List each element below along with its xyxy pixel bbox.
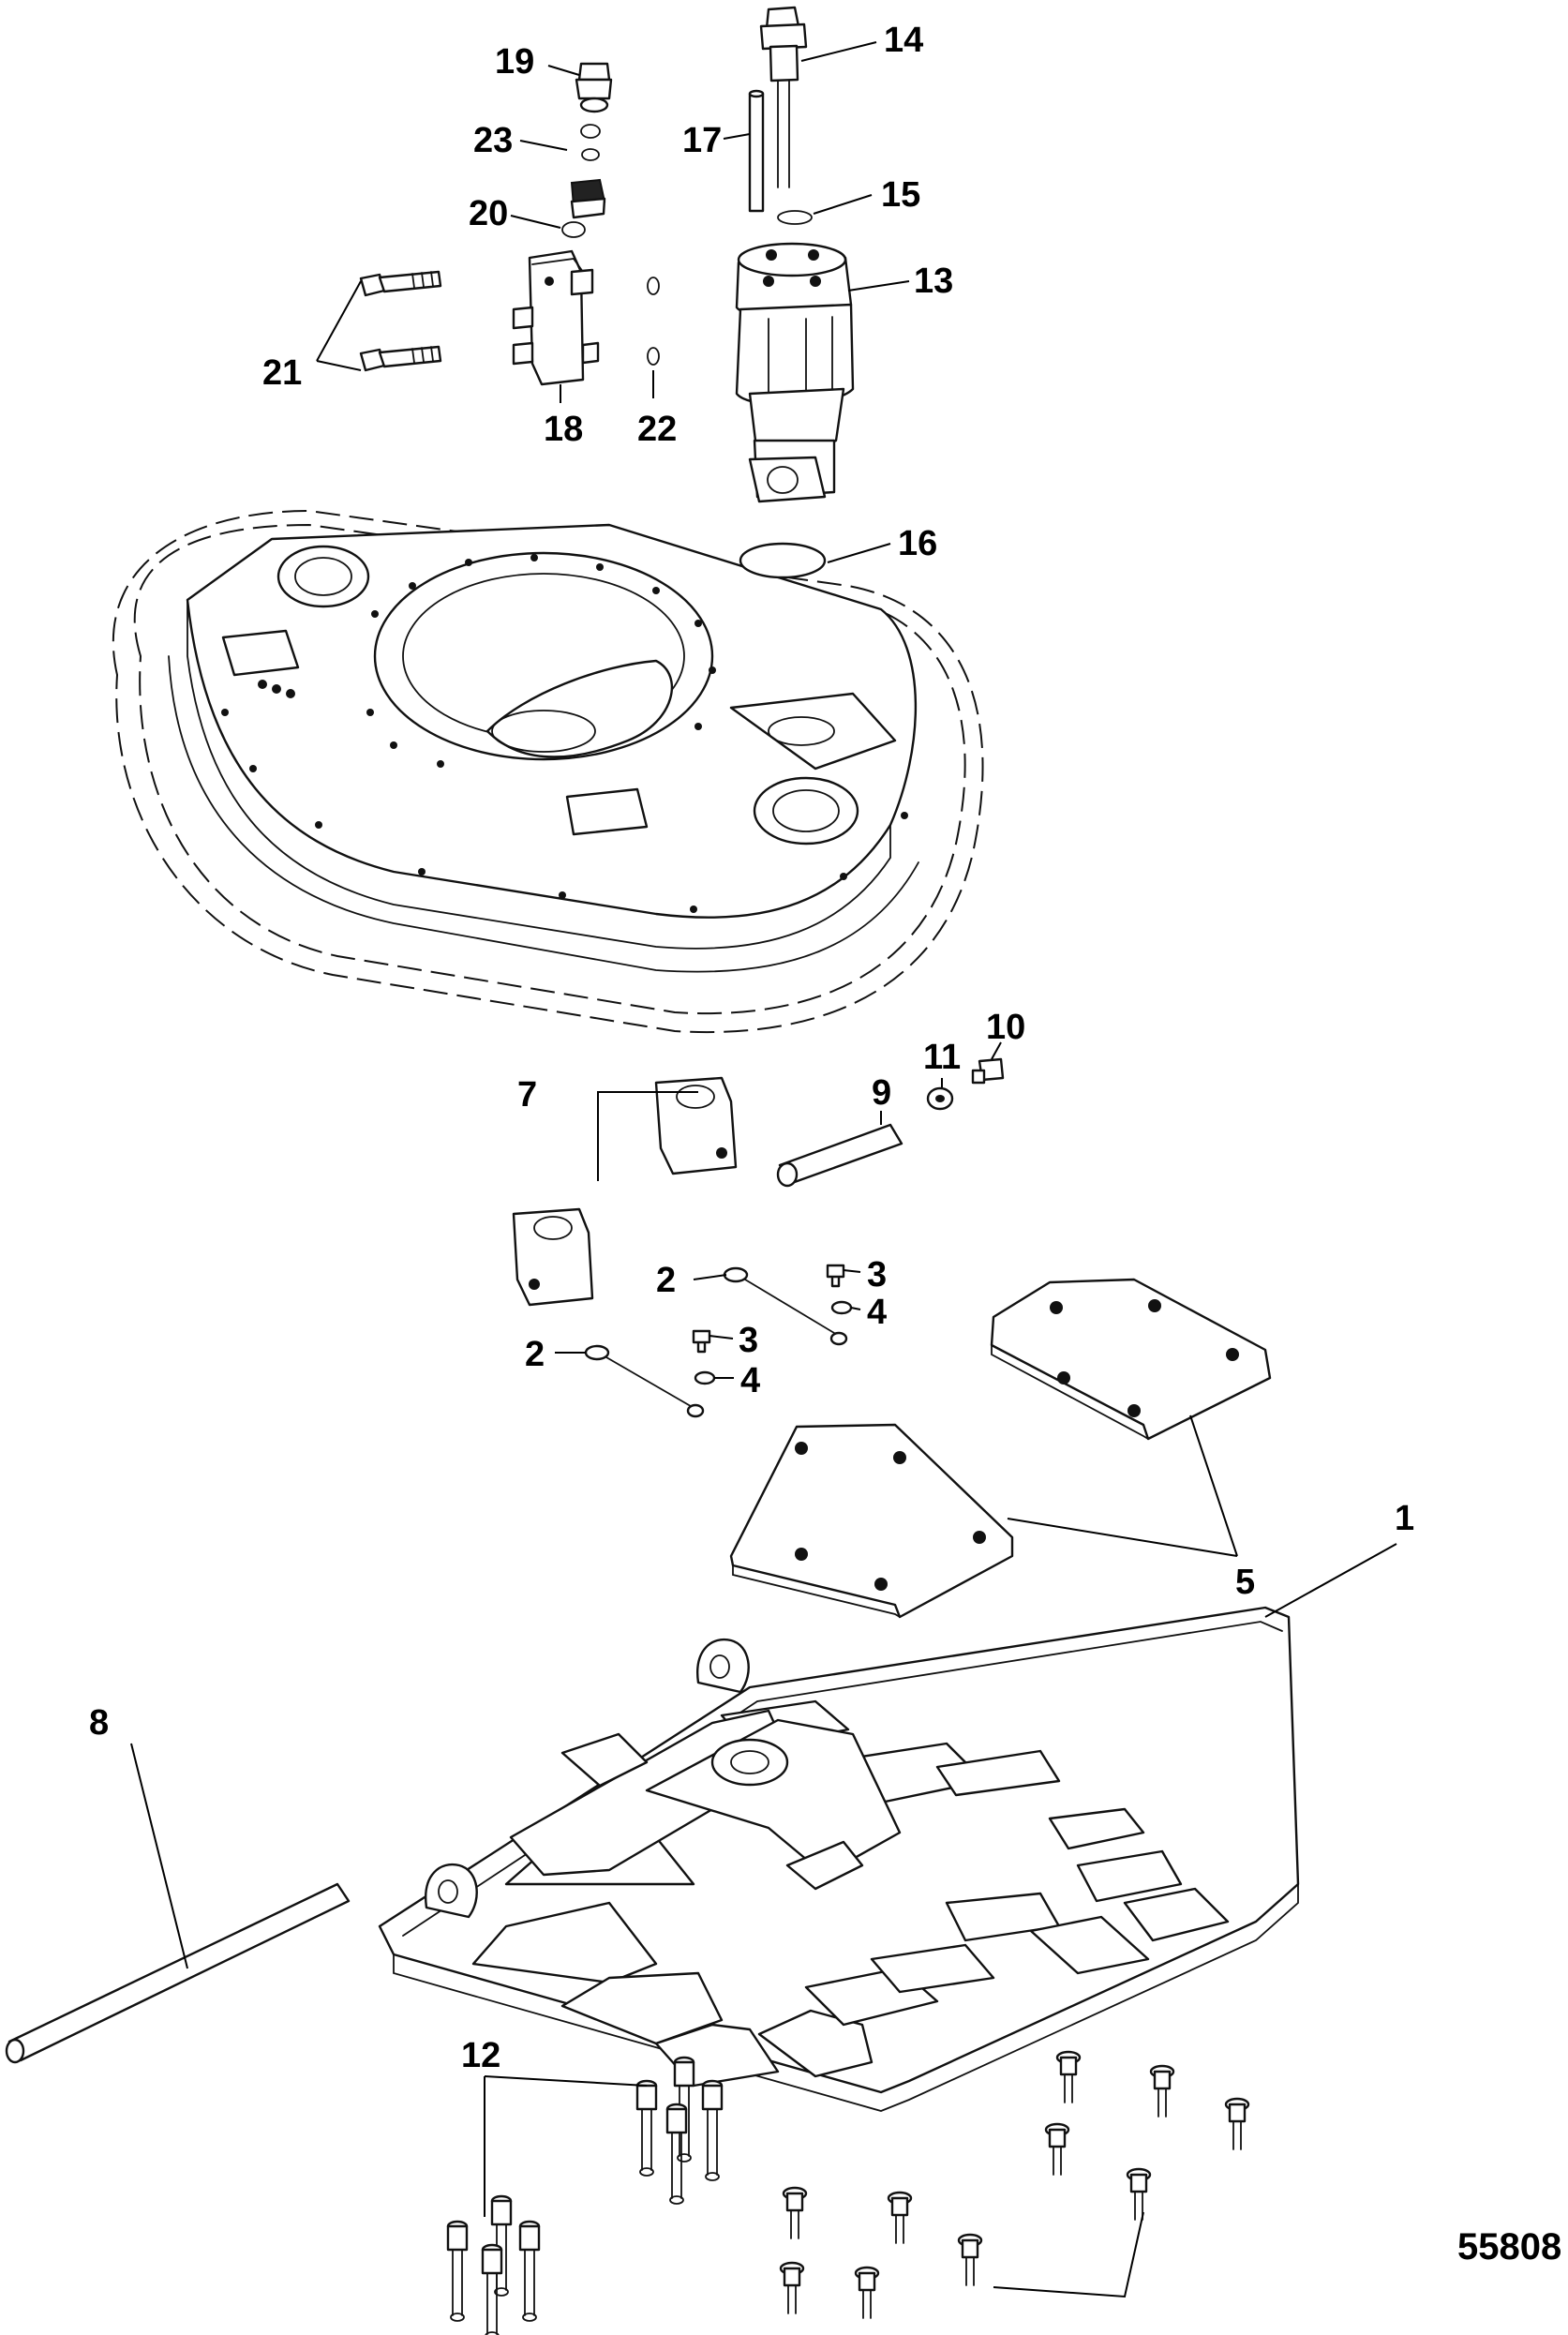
callout-11: 11 <box>923 1038 961 1077</box>
callout-4b: 4 <box>740 1361 760 1400</box>
seal-16 <box>739 542 827 579</box>
washer-11 <box>926 1086 954 1111</box>
flange-bolts <box>779 2050 1250 2319</box>
figure-number: 55808 <box>1457 2226 1561 2268</box>
callout-18: 18 <box>544 410 583 449</box>
actuator-13 <box>735 242 855 503</box>
housing-plate <box>112 509 984 1033</box>
pin-9 <box>776 1123 903 1188</box>
sensor-14 <box>759 6 808 188</box>
bolts-12 <box>446 2056 724 2335</box>
callout-7: 7 <box>517 1075 537 1115</box>
callout-13: 13 <box>914 262 953 301</box>
callout-10: 10 <box>986 1008 1025 1047</box>
callout-23: 23 <box>473 121 513 160</box>
fitting-20 <box>561 178 606 238</box>
callout-3a: 3 <box>867 1255 887 1295</box>
ground-straps-2 <box>584 1266 848 1418</box>
callout-16: 16 <box>898 524 937 563</box>
callout-5: 5 <box>1235 1563 1255 1602</box>
callout-9: 9 <box>872 1073 891 1113</box>
leader-lines <box>130 41 1397 2298</box>
callout-22: 22 <box>637 410 677 449</box>
callout-15: 15 <box>881 175 920 215</box>
valve-block-18 <box>512 249 600 386</box>
o-ring-23 <box>580 124 601 161</box>
callout-1: 1 <box>1395 1499 1414 1538</box>
rod-17 <box>748 89 765 213</box>
callout-21: 21 <box>262 353 302 393</box>
callout-labels: 19 23 20 18 22 21 14 17 15 13 16 1 7 9 1… <box>89 21 1561 2268</box>
screws-3 <box>692 1264 845 1354</box>
callout-20: 20 <box>469 194 508 233</box>
bolt-10 <box>971 1057 1005 1085</box>
plates-5 <box>729 1278 1272 1619</box>
blocks-7 <box>512 1076 738 1307</box>
shaft-8 <box>5 1882 351 2064</box>
callout-14: 14 <box>884 21 923 60</box>
callout-8: 8 <box>89 1703 109 1743</box>
callout-4a: 4 <box>867 1293 887 1332</box>
callout-17: 17 <box>682 121 722 160</box>
callout-2b: 2 <box>525 1335 545 1374</box>
callout-19: 19 <box>495 42 534 82</box>
o-ring-22 <box>647 277 660 366</box>
fitting-19 <box>575 62 613 113</box>
callout-3b: 3 <box>739 1321 758 1360</box>
callout-12: 12 <box>461 2036 500 2075</box>
washers-4 <box>694 1300 853 1385</box>
bolts-21 <box>359 270 442 372</box>
callout-2a: 2 <box>656 1261 676 1300</box>
o-ring-15 <box>777 210 813 225</box>
base-plate-1 <box>378 1606 1300 2112</box>
